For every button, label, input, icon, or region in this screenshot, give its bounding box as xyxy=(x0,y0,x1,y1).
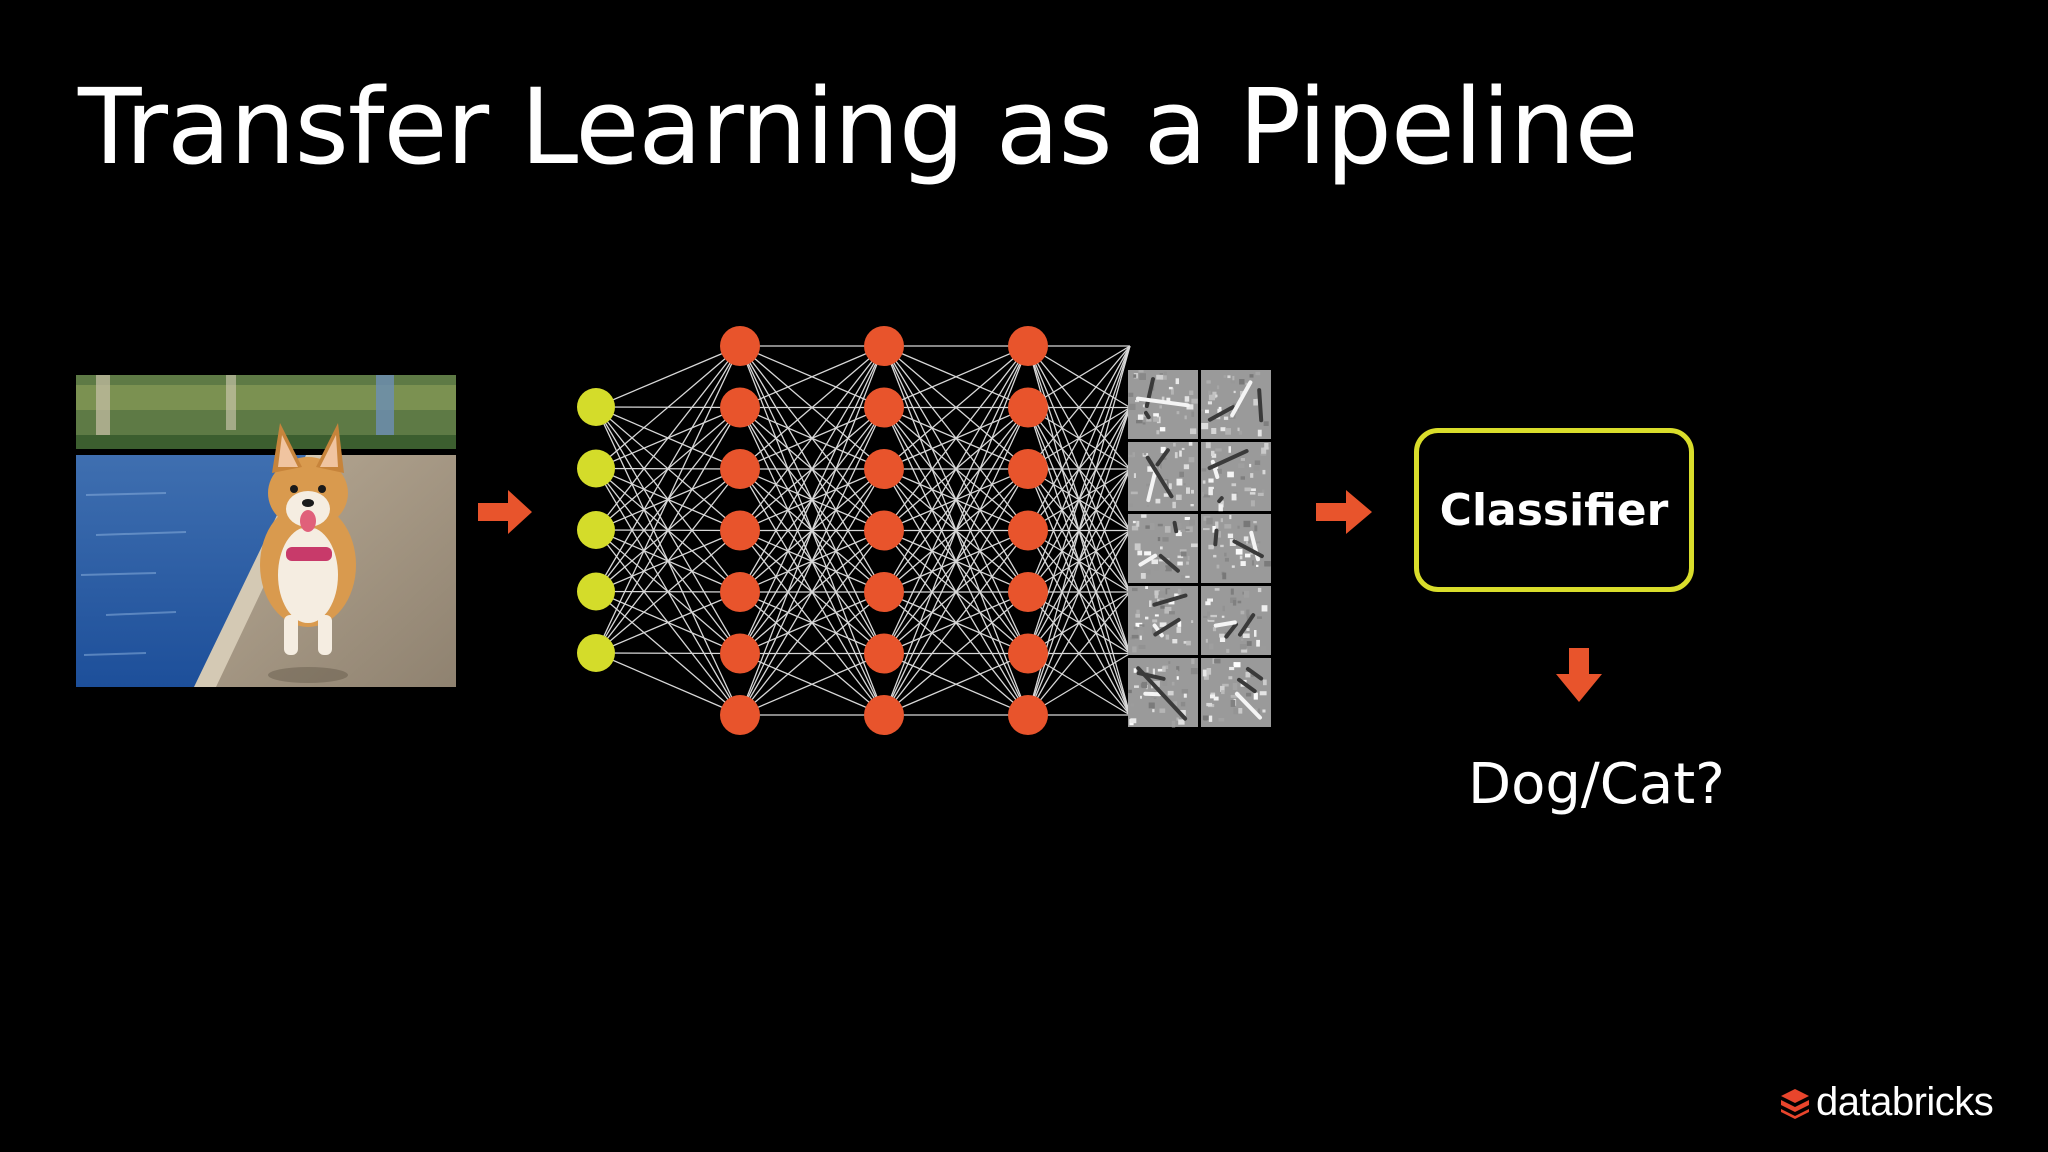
network-connection xyxy=(883,345,1029,716)
network-connection xyxy=(883,345,1029,409)
network-connection xyxy=(883,407,1029,716)
network-connection xyxy=(595,652,741,716)
hidden-node xyxy=(864,326,904,366)
hidden-node xyxy=(864,510,904,551)
network-connection xyxy=(739,345,885,716)
input-node xyxy=(577,511,615,549)
network-nodes xyxy=(577,326,1048,735)
input-node xyxy=(577,449,615,488)
hidden-node xyxy=(1008,449,1048,489)
network-connection xyxy=(595,530,741,654)
network-connection xyxy=(1027,468,1131,716)
network-connection xyxy=(595,345,741,654)
network-connection xyxy=(883,345,1029,531)
network-connection xyxy=(1027,345,1131,593)
network-connection xyxy=(883,591,1029,716)
network-connection xyxy=(1027,591,1131,716)
hidden-node xyxy=(864,387,904,428)
network-connection xyxy=(595,468,741,654)
hidden-node xyxy=(720,572,760,612)
hidden-node xyxy=(720,695,760,735)
feature-map-grid xyxy=(1128,370,1271,728)
hidden-node xyxy=(864,572,904,612)
network-connection xyxy=(1027,530,1131,716)
network-connection xyxy=(883,345,1029,470)
network-connection xyxy=(739,407,885,716)
network-connection xyxy=(739,345,885,654)
network-connection xyxy=(883,345,1029,654)
network-connections xyxy=(595,345,1131,716)
hidden-node xyxy=(1008,510,1048,551)
network-connection xyxy=(595,591,741,654)
network-connection xyxy=(883,345,1029,593)
output-label: Dog/Cat? xyxy=(1468,752,1725,817)
classifier-label: Classifier xyxy=(1439,484,1669,536)
input-node xyxy=(577,388,615,426)
network-connection xyxy=(739,345,885,409)
hidden-node xyxy=(1008,633,1048,674)
network-connection xyxy=(595,652,741,655)
hidden-node xyxy=(1008,572,1048,612)
feature-map-tile xyxy=(1201,442,1271,512)
network-connection xyxy=(739,591,885,716)
hidden-node xyxy=(720,326,760,366)
network-connection xyxy=(1027,345,1131,470)
hidden-node xyxy=(720,633,760,674)
feature-map-tile xyxy=(1201,658,1271,727)
hidden-node xyxy=(1008,326,1048,366)
hidden-node xyxy=(720,387,760,428)
network-connection xyxy=(883,652,1029,716)
network-connection xyxy=(739,345,885,470)
hidden-node xyxy=(1008,695,1048,735)
corgi-photo xyxy=(76,375,456,687)
network-connection xyxy=(883,468,1029,716)
orange-arrow-icon xyxy=(478,490,532,534)
network-connection xyxy=(595,407,741,654)
databricks-stack-icon xyxy=(1781,1088,1809,1119)
input-node xyxy=(577,572,615,611)
feature-map-tile xyxy=(1201,514,1271,583)
network-connection xyxy=(739,345,885,593)
feature-map-tile xyxy=(1128,658,1198,728)
network-connection xyxy=(595,345,741,408)
network-connection xyxy=(883,530,1029,716)
input-node xyxy=(577,634,615,672)
network-connection xyxy=(595,345,741,469)
network-connection xyxy=(595,345,741,531)
network-connection xyxy=(1027,345,1131,531)
network-connection xyxy=(739,652,885,716)
classifier-box: Classifier xyxy=(1414,428,1694,592)
hidden-node xyxy=(864,695,904,735)
logo-text: databricks xyxy=(1816,1080,1994,1124)
hidden-node xyxy=(864,633,904,674)
feature-map-tile xyxy=(1128,442,1198,511)
hidden-node xyxy=(864,449,904,489)
slide-title: Transfer Learning as a Pipeline xyxy=(78,66,1639,188)
feature-map-tile xyxy=(1128,514,1198,583)
feature-map-tile xyxy=(1201,370,1271,439)
feature-map-tile xyxy=(1201,586,1271,655)
databricks-logo: databricks xyxy=(1778,1080,1994,1125)
hidden-node xyxy=(720,510,760,551)
network-connection xyxy=(739,530,885,716)
orange-arrow-icon xyxy=(1556,648,1602,702)
network-connection xyxy=(739,345,885,531)
feature-map-tile xyxy=(1128,586,1198,655)
hidden-node xyxy=(1008,387,1048,428)
feature-map-tile xyxy=(1128,370,1198,439)
hidden-node xyxy=(720,449,760,489)
orange-arrow-icon xyxy=(1316,490,1372,534)
network-connection xyxy=(595,345,741,592)
network-connection xyxy=(739,468,885,716)
